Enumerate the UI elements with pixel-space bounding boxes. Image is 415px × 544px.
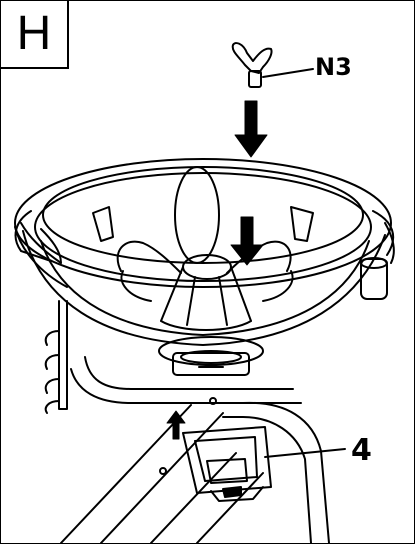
insertion-arrows [166,100,268,440]
frame-tubes [60,356,330,543]
callout-label-n3: N3 [315,53,352,81]
callout-label-4: 4 [351,433,372,468]
hanger-hooks [44,300,68,414]
bowl-body [14,158,395,376]
bottle-holder-4 [182,426,346,502]
step-indicator: H [1,1,69,69]
step-letter: H [16,7,52,60]
wing-bolt-n3 [231,42,314,88]
